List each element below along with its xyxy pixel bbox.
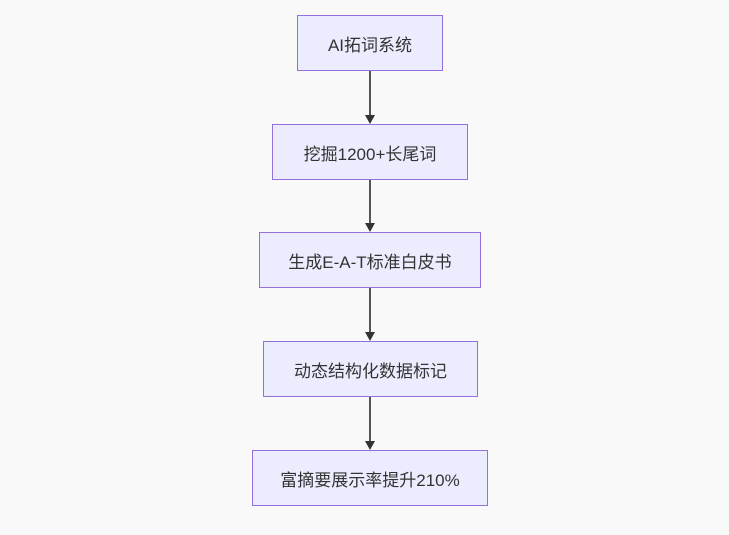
flow-node-longtail-mining: 挖掘1200+长尾词 (272, 124, 468, 180)
arrowhead-down-icon (365, 332, 375, 341)
arrow-line (369, 397, 371, 441)
arrow-line (369, 180, 371, 223)
arrow-line (369, 288, 371, 332)
node-label: 挖掘1200+长尾词 (303, 144, 437, 164)
node-label: 富摘要展示率提升210% (280, 470, 460, 490)
flow-node-structured-data: 动态结构化数据标记 (263, 341, 478, 397)
arrowhead-down-icon (365, 441, 375, 450)
arrowhead-down-icon (365, 115, 375, 124)
arrow-line (369, 71, 371, 115)
flow-arrow-3 (364, 288, 376, 341)
node-label: AI拓词系统 (327, 35, 413, 55)
flow-arrow-4 (364, 397, 376, 450)
node-label: 生成E-A-T标准白皮书 (288, 252, 452, 272)
node-label: 动态结构化数据标记 (294, 361, 447, 381)
arrowhead-down-icon (365, 223, 375, 232)
flow-node-ai-word-system: AI拓词系统 (297, 15, 443, 71)
flow-arrow-2 (364, 180, 376, 232)
flow-arrow-1 (364, 71, 376, 124)
flow-node-rich-snippet-result: 富摘要展示率提升210% (252, 450, 488, 506)
flow-node-eat-whitepaper: 生成E-A-T标准白皮书 (259, 232, 481, 288)
